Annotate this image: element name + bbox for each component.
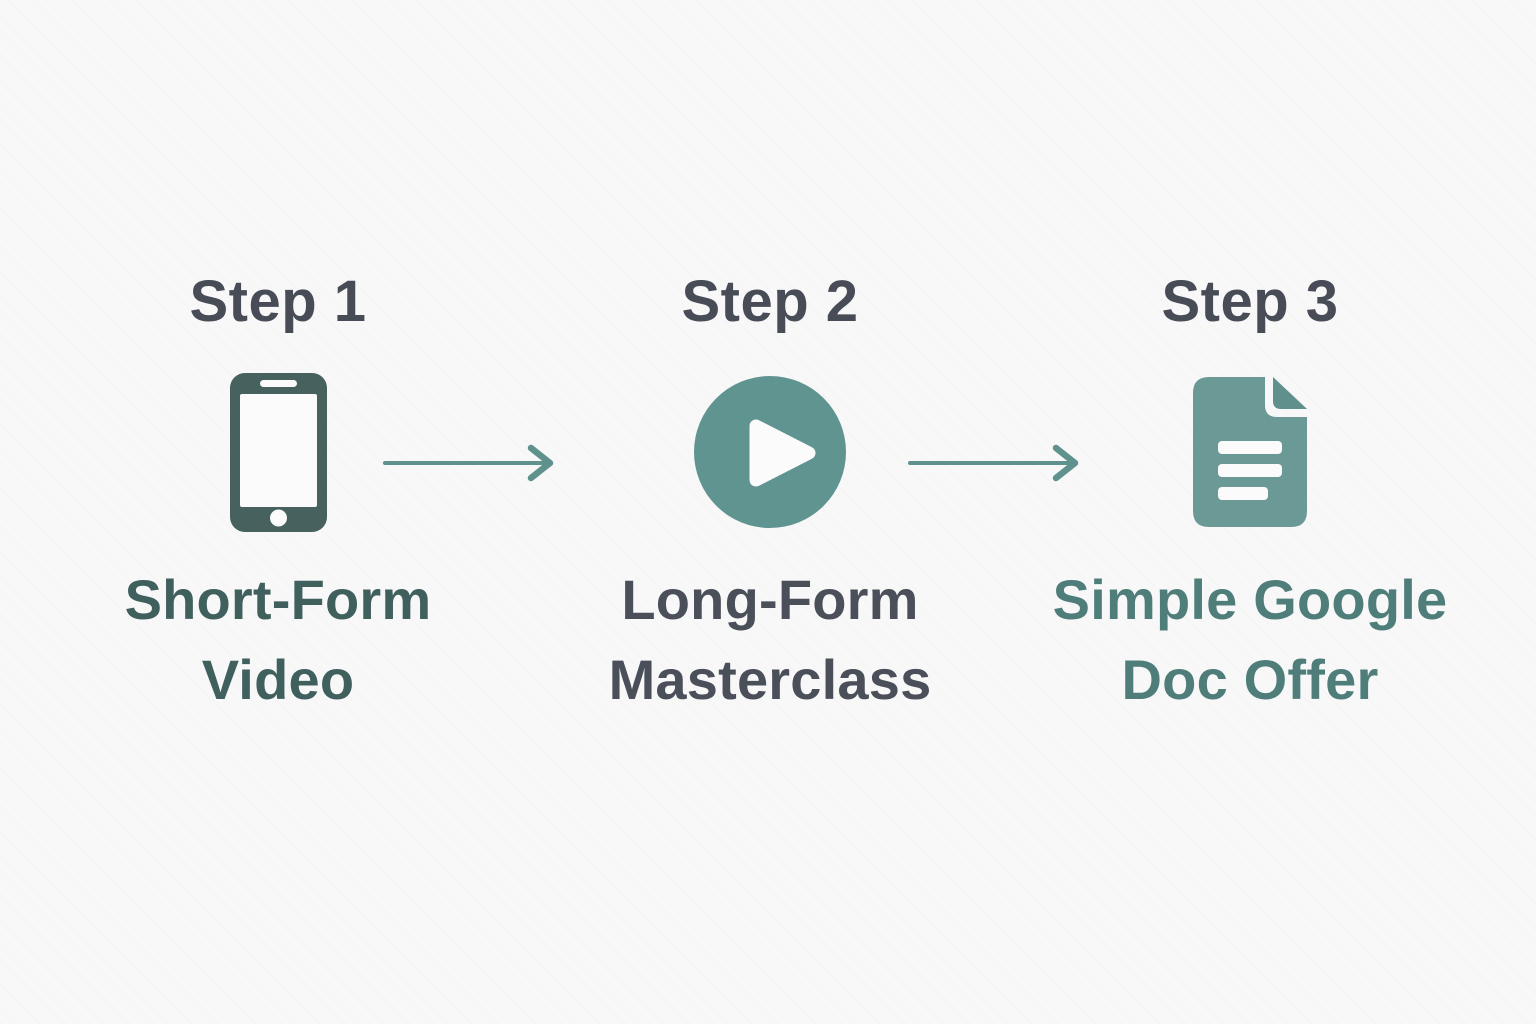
step-3-label: Simple Google Doc Offer xyxy=(1020,560,1480,720)
step-2-label: Long-Form Masterclass xyxy=(540,560,1000,720)
step-2-column: Step 2 Long-Form Masterclass xyxy=(540,272,1000,720)
step-3-label-line-2: Doc Offer xyxy=(1121,648,1379,711)
arrow-right-icon xyxy=(383,441,559,485)
play-button-icon xyxy=(694,376,846,528)
step-2-icon-area xyxy=(540,372,1000,532)
step-3-title: Step 3 xyxy=(1161,269,1339,334)
step-2-title: Step 2 xyxy=(681,269,859,334)
google-doc-icon xyxy=(1193,377,1307,527)
step-1-label-line-2: Video xyxy=(201,648,355,711)
step-1-icon-area xyxy=(48,372,508,532)
step-1-label-line-1: Short-Form xyxy=(124,568,432,631)
step-3-label-line-1: Simple Google xyxy=(1052,568,1448,631)
step-1-title: Step 1 xyxy=(189,269,367,334)
step-2-label-line-2: Masterclass xyxy=(608,648,932,711)
step-2-label-line-1: Long-Form xyxy=(621,568,919,631)
step-1-column: Step 1 Short-Form Video xyxy=(48,272,508,720)
arrow-right-icon xyxy=(908,441,1084,485)
step-1-label: Short-Form Video xyxy=(48,560,508,720)
step-3-column: Step 3 Simple Google Doc Offer xyxy=(1020,272,1480,720)
smartphone-icon xyxy=(229,372,327,532)
step-3-icon-area xyxy=(1020,372,1480,532)
